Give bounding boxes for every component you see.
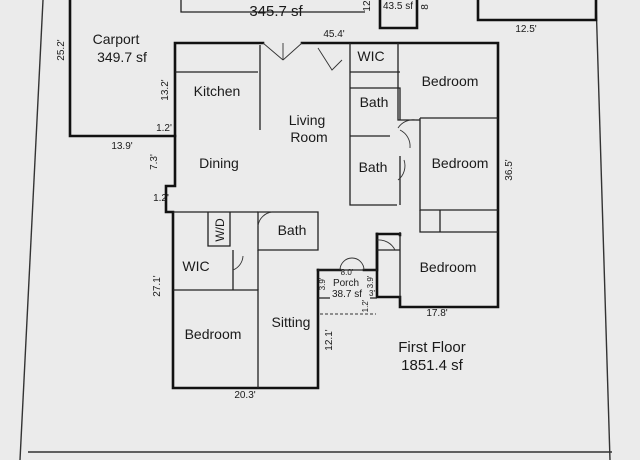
carport-outline bbox=[68, 0, 177, 138]
bath-door-swing-2[interactable] bbox=[397, 159, 406, 181]
closet-walls bbox=[419, 210, 498, 233]
exterior-wall-notch bbox=[375, 232, 402, 237]
bath-column-left bbox=[349, 43, 397, 206]
top-area-label: 345.7 sf bbox=[249, 3, 303, 20]
dim-3: 3' bbox=[369, 289, 375, 298]
dim-3-9: 3.9' bbox=[318, 277, 327, 290]
dim-1-2-a: 1.2' bbox=[156, 123, 172, 134]
bedroom-2-label: Bedroom bbox=[432, 155, 489, 171]
wic-door-swing[interactable] bbox=[232, 255, 244, 271]
front-door-swing[interactable] bbox=[262, 42, 303, 61]
dim-3-9b: 3.9' bbox=[366, 275, 375, 288]
bedroom-door-swing-2[interactable] bbox=[399, 129, 411, 149]
floor-area-label: 1851.4 sf bbox=[401, 357, 464, 374]
wic-top-label: WIC bbox=[357, 48, 384, 64]
dim-13-2: 13.2' bbox=[160, 79, 171, 100]
exterior-walls bbox=[164, 41, 500, 390]
bath-2-label: Bath bbox=[359, 159, 388, 175]
porch-door-swing[interactable] bbox=[339, 257, 365, 271]
bedroom-1-label: Bedroom bbox=[422, 73, 479, 89]
wd-walls bbox=[173, 211, 258, 247]
lot-line-left bbox=[19, 0, 44, 460]
top-right-dim: 12.5' bbox=[515, 24, 536, 35]
bath-partitions bbox=[350, 71, 401, 205]
carport-label: Carport bbox=[93, 31, 140, 47]
top-small-area-label: 43.5 sf bbox=[383, 1, 413, 12]
carport-area-label: 349.7 sf bbox=[97, 49, 147, 65]
upper-floor-outline bbox=[180, 0, 365, 13]
dim-12-1: 12.1' bbox=[324, 329, 335, 350]
dim-27-1: 27.1' bbox=[152, 275, 163, 296]
kitchen-label: Kitchen bbox=[194, 83, 241, 99]
bedroom-3-label: Bedroom bbox=[420, 259, 477, 275]
porch-area-label: 38.7 sf bbox=[332, 289, 362, 300]
dim-20-3: 20.3' bbox=[234, 390, 255, 401]
upper-small-room bbox=[378, 0, 419, 30]
sitting-label: Sitting bbox=[272, 314, 311, 330]
bedroom-door-swing-3[interactable] bbox=[376, 239, 396, 251]
bath-3-label: Bath bbox=[278, 222, 307, 238]
porch-label: Porch bbox=[333, 278, 359, 289]
closet-door-swing[interactable] bbox=[317, 47, 343, 71]
bath3-walls bbox=[257, 211, 319, 251]
wic-left-label: WIC bbox=[182, 258, 209, 274]
top-cut-dim-left: 12 bbox=[362, 0, 373, 12]
dim-36-5: 36.5' bbox=[504, 159, 515, 180]
living-room-label: Living Room bbox=[289, 112, 329, 145]
bath3-door-swing[interactable] bbox=[257, 211, 273, 227]
dim-8-0: 8.0' bbox=[341, 268, 354, 277]
wd-label: W/D bbox=[213, 218, 227, 242]
living-room-line-2: Room bbox=[290, 129, 327, 145]
porch-walls bbox=[318, 269, 377, 299]
top-cut-dim-right: 8 bbox=[420, 4, 431, 10]
dim-17-8: 17.8' bbox=[426, 308, 447, 319]
living-room-line-1: Living bbox=[289, 112, 326, 128]
dim-13-9: 13.9' bbox=[111, 141, 132, 152]
bath-door-swing-1[interactable] bbox=[397, 119, 417, 129]
dim-1-2-c: 1.2' bbox=[361, 299, 370, 312]
dim-45-4: 45.4' bbox=[323, 29, 344, 40]
bedroom-4-label: Bedroom bbox=[185, 326, 242, 342]
floor-name-label: First Floor bbox=[398, 339, 466, 356]
bath-1-label: Bath bbox=[360, 94, 389, 110]
dining-label: Dining bbox=[199, 155, 239, 171]
dim-25-2: 25.2' bbox=[56, 39, 67, 60]
dim-7-3: 7.3' bbox=[149, 154, 160, 170]
lot-line-right bbox=[595, 0, 611, 460]
upper-right-room bbox=[476, 0, 598, 22]
dim-1-2-b: 1.2' bbox=[153, 193, 169, 204]
bedroom3-walls bbox=[377, 232, 401, 300]
